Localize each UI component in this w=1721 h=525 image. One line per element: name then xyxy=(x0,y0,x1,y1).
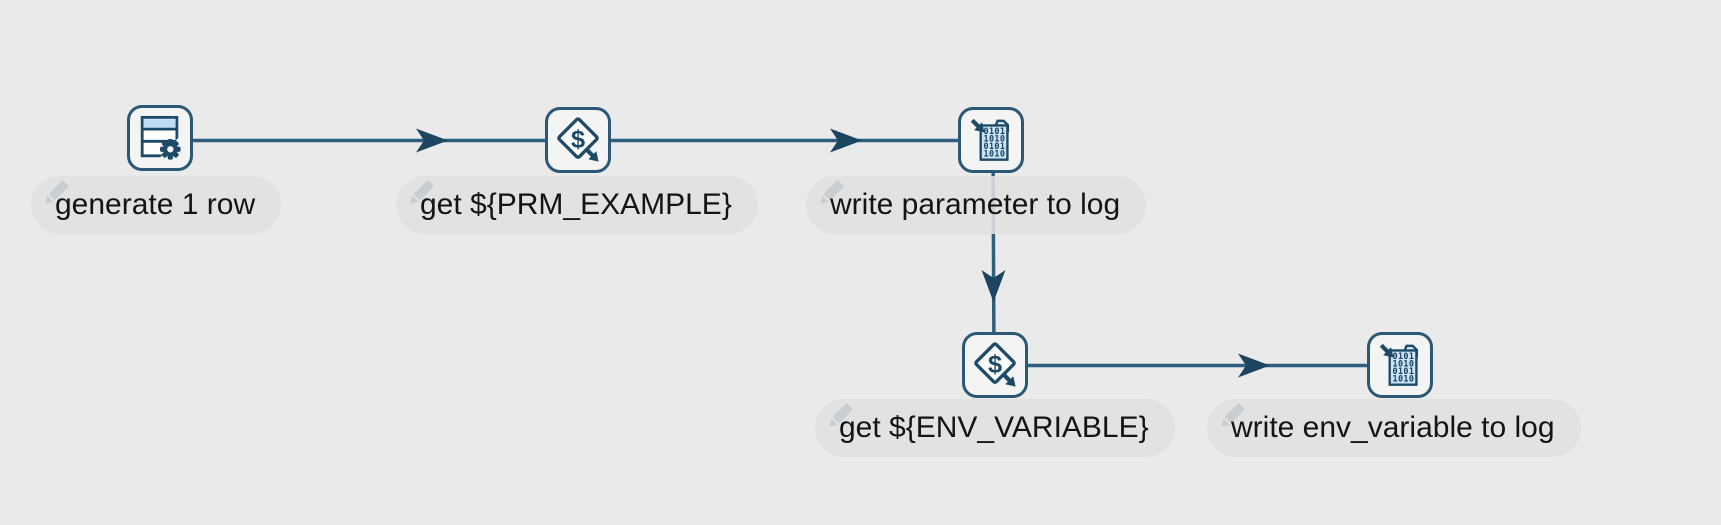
get-variables-icon: $ xyxy=(974,342,1016,387)
document-icon: 0101 1010 0101 1010 xyxy=(979,119,1010,161)
svg-text:1010: 1010 xyxy=(1393,373,1415,383)
gear-icon xyxy=(160,138,181,160)
arrow-down-right-icon xyxy=(970,118,985,133)
svg-text:0101: 0101 xyxy=(984,126,1006,136)
step-label-text: write parameter to log xyxy=(830,188,1121,221)
step-label-write-env-variable-to-log[interactable]: write env_variable to log xyxy=(1207,399,1581,457)
hop-getenv-to-writeenv[interactable] xyxy=(995,353,1400,378)
write-to-log-icon: 0101 1010 0101 1010 xyxy=(1379,343,1419,386)
step-label-write-parameter-to-log[interactable]: write parameter to log xyxy=(806,176,1147,234)
step-label-generate-1-row[interactable]: generate 1 row xyxy=(31,176,282,234)
document-icon: 0101 1010 0101 1010 xyxy=(1388,344,1419,386)
svg-text:0101: 0101 xyxy=(1393,366,1415,376)
get-variables-icon: $ xyxy=(557,117,599,162)
step-label-text: write env_variable to log xyxy=(1231,411,1555,444)
svg-text:0101: 0101 xyxy=(984,141,1006,151)
step-node-write-env-variable-to-log[interactable]: 0101 1010 0101 1010 xyxy=(1367,332,1433,398)
dollar-glyph: $ xyxy=(988,351,1002,379)
svg-text:1010: 1010 xyxy=(1393,358,1415,368)
step-label-get-env-variable[interactable]: get ${ENV_VARIABLE} xyxy=(815,399,1175,457)
hop-getprm-to-writeparam[interactable] xyxy=(578,128,991,153)
step-node-get-prm-example[interactable]: $ xyxy=(545,107,611,173)
step-label-text: get ${PRM_EXAMPLE} xyxy=(420,188,732,221)
arrow-down-right-icon xyxy=(584,147,599,162)
arrow-down-right-icon xyxy=(1001,372,1016,387)
step-node-generate-1-row[interactable] xyxy=(127,105,193,171)
step-node-write-parameter-to-log[interactable]: 0101 1010 0101 1010 xyxy=(958,107,1024,173)
step-label-text: get ${ENV_VARIABLE} xyxy=(839,411,1149,444)
write-to-log-icon: 0101 1010 0101 1010 xyxy=(970,118,1010,161)
step-node-get-env-variable[interactable]: $ xyxy=(962,332,1028,398)
dollar-glyph: $ xyxy=(571,126,585,154)
step-label-get-prm-example[interactable]: get ${PRM_EXAMPLE} xyxy=(396,176,758,234)
table-header-row xyxy=(144,119,175,129)
step-label-text: generate 1 row xyxy=(55,188,256,221)
arrow-down-right-icon xyxy=(1379,343,1394,358)
svg-text:1010: 1010 xyxy=(984,133,1006,143)
data-grid-icon xyxy=(140,115,182,160)
hop-generate-to-getprm[interactable] xyxy=(160,128,578,153)
svg-text:0101: 0101 xyxy=(1393,351,1415,361)
svg-text:1010: 1010 xyxy=(984,148,1006,158)
